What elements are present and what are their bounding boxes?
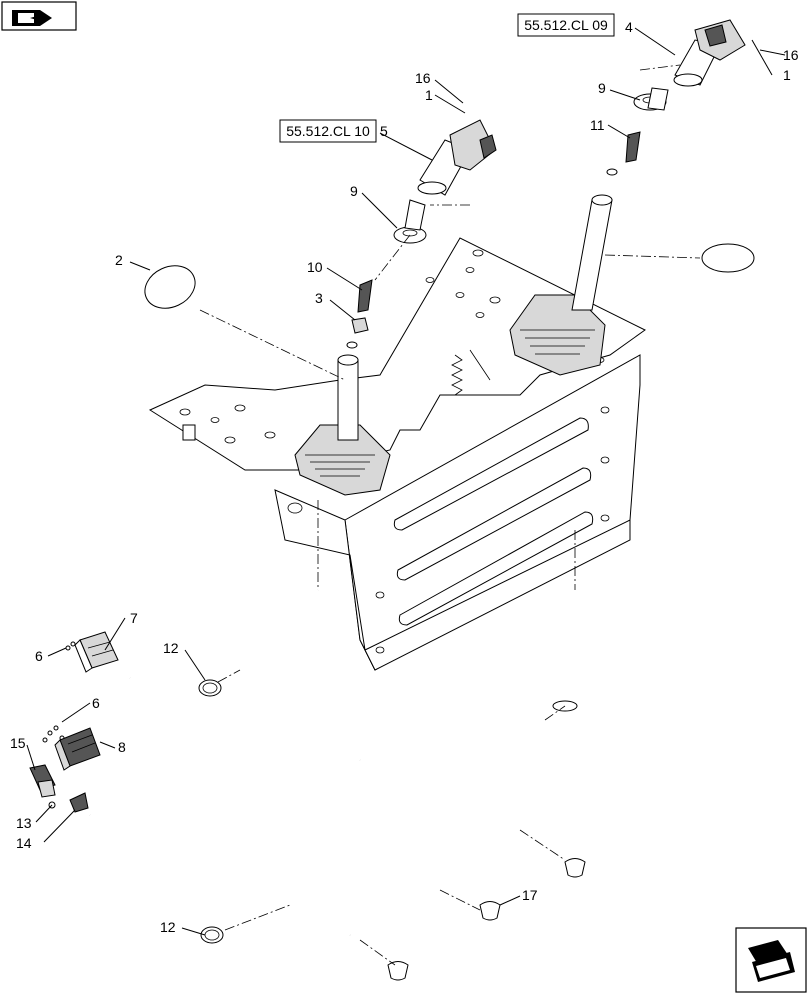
screws-6 xyxy=(42,641,76,743)
callout-1: 1 xyxy=(425,87,433,103)
grommet-17 xyxy=(387,858,586,981)
left-spring-pin xyxy=(357,279,373,313)
callout-12: 12 xyxy=(163,640,179,656)
nut xyxy=(351,317,369,334)
svg-text:55.512.CL 10: 55.512.CL 10 xyxy=(286,123,370,139)
assembly-lines xyxy=(199,64,701,966)
callout-16: 16 xyxy=(415,70,431,86)
cable-tie-12-bottom xyxy=(200,926,224,944)
wiring-harness xyxy=(89,589,578,937)
left-handle xyxy=(417,119,497,196)
right-spring-pin xyxy=(625,131,641,163)
callout-15: 15 xyxy=(10,735,26,751)
callout-14: 14 xyxy=(16,835,32,851)
svg-text:55.512.CL 09: 55.512.CL 09 xyxy=(524,17,608,33)
reference-box-cl10[interactable]: 55.512.CL 10 xyxy=(279,119,377,143)
callout-3: 3 xyxy=(315,290,323,306)
callout-labels: 4 16 1 9 11 16 1 5 9 2 10 3 7 6 12 6 15 … xyxy=(10,19,799,935)
callout-9: 9 xyxy=(598,80,606,96)
callout-2: 2 xyxy=(115,252,123,268)
connector-8 xyxy=(54,727,101,771)
page-navigation-arrow-icon[interactable] xyxy=(735,927,807,993)
right-handle xyxy=(673,19,746,87)
clip-14 xyxy=(69,792,89,813)
left-boot-ring xyxy=(393,199,427,244)
callout-12: 12 xyxy=(160,919,176,935)
callout-9: 9 xyxy=(350,183,358,199)
callout-7: 7 xyxy=(130,610,138,626)
callout-13: 13 xyxy=(16,815,32,831)
left-joystick-boot xyxy=(294,341,391,496)
reference-box-cl09[interactable]: 55.512.CL 09 xyxy=(517,13,615,37)
right-joystick-boot xyxy=(509,168,618,376)
right-boot-ring xyxy=(633,87,669,111)
book-arrow-icon[interactable] xyxy=(1,1,77,31)
callout-16: 16 xyxy=(783,47,799,63)
mounting-bracket xyxy=(148,237,646,671)
callout-1: 1 xyxy=(783,67,791,83)
cable-tie-12-top xyxy=(198,679,222,697)
leader-lines xyxy=(26,27,786,936)
callout-5: 5 xyxy=(380,123,388,139)
callout-8: 8 xyxy=(118,739,126,755)
callout-6: 6 xyxy=(92,695,100,711)
callout-10: 10 xyxy=(307,259,323,275)
callout-17: 17 xyxy=(522,887,538,903)
seal-ring-left xyxy=(144,265,196,309)
clamp-15 xyxy=(29,764,56,798)
callout-4: 4 xyxy=(625,19,633,35)
spring xyxy=(451,349,491,396)
seal-ring-right xyxy=(701,243,755,273)
callout-11: 11 xyxy=(590,117,605,133)
callout-6: 6 xyxy=(35,648,43,664)
connector-7 xyxy=(74,631,119,673)
